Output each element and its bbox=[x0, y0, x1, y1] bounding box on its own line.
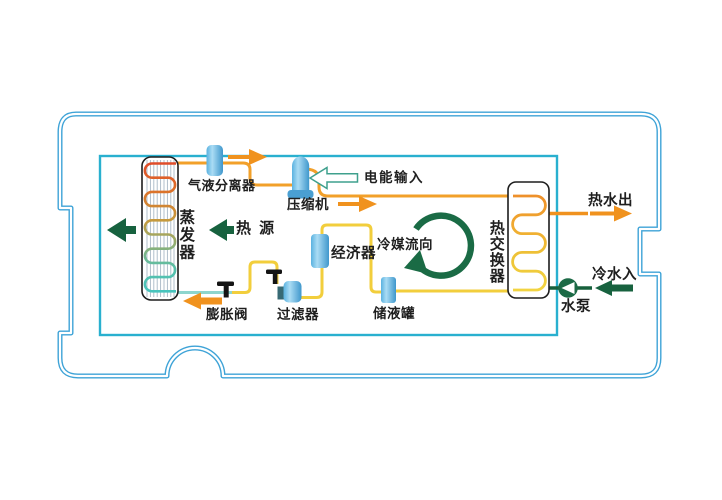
economizer-body bbox=[311, 234, 329, 268]
power-input-label: 电能输入 bbox=[364, 170, 424, 185]
hot-water-out-label: 热水出 bbox=[588, 193, 633, 209]
evaporator bbox=[141, 156, 179, 301]
compressor-base bbox=[287, 190, 314, 199]
expansion-valve-icon bbox=[217, 281, 234, 298]
branch-valve-icon bbox=[266, 269, 282, 284]
rotation-arrow-icon bbox=[404, 212, 475, 279]
heat-exchanger bbox=[507, 181, 550, 299]
filter bbox=[277, 281, 302, 303]
cold-water-in-label: 冷水入 bbox=[592, 267, 637, 283]
water-pump-label: 水泵 bbox=[561, 299, 591, 315]
separator-body bbox=[206, 145, 223, 176]
heat-exchanger-coil bbox=[511, 194, 547, 292]
pipe-receiver-to-economizer bbox=[320, 223, 381, 294]
pipe-economizer-to-filter bbox=[299, 266, 324, 299]
expansion-valve-label: 膨胀阀 bbox=[206, 307, 248, 322]
heat-source-arrow-icon bbox=[209, 219, 234, 241]
compressor bbox=[287, 156, 314, 199]
water-pump-icon bbox=[558, 278, 578, 298]
cold-water-arrow-icon bbox=[595, 280, 633, 296]
evaporator-coil bbox=[143, 162, 177, 293]
heat-source-label: 热 源 bbox=[236, 220, 277, 237]
separator-label: 气液分离器 bbox=[188, 178, 256, 193]
refrigerant-flow-label: 冷媒流向 bbox=[377, 237, 433, 252]
compressor-body bbox=[292, 156, 310, 192]
power-input-arrow-icon bbox=[308, 166, 359, 190]
heat-in-arrow-icon bbox=[107, 218, 136, 242]
flow-arrow-discharge-icon bbox=[338, 196, 377, 212]
hot-water-arrow-icon bbox=[590, 205, 632, 222]
receiver-body bbox=[381, 277, 396, 303]
inner-boundary bbox=[98, 154, 559, 337]
flow-arrow-separator-icon bbox=[228, 149, 267, 165]
evaporator-label: 蒸发器 bbox=[177, 209, 195, 262]
enclosure-outline bbox=[57, 111, 662, 379]
pipe-discharge bbox=[306, 167, 516, 198]
pipe-suction bbox=[176, 161, 293, 187]
filter-label: 过滤器 bbox=[277, 307, 319, 322]
pipe-filter-branch bbox=[229, 260, 279, 294]
filter-body bbox=[283, 281, 302, 303]
receiver-label: 储液罐 bbox=[373, 306, 415, 321]
filter-cap bbox=[277, 286, 285, 300]
economizer-label: 经济器 bbox=[331, 246, 376, 262]
flow-arrow-expansion-icon bbox=[183, 292, 222, 310]
compressor-label: 压缩机 bbox=[287, 197, 329, 212]
heat-exchanger-label: 热交换器 bbox=[487, 220, 505, 284]
